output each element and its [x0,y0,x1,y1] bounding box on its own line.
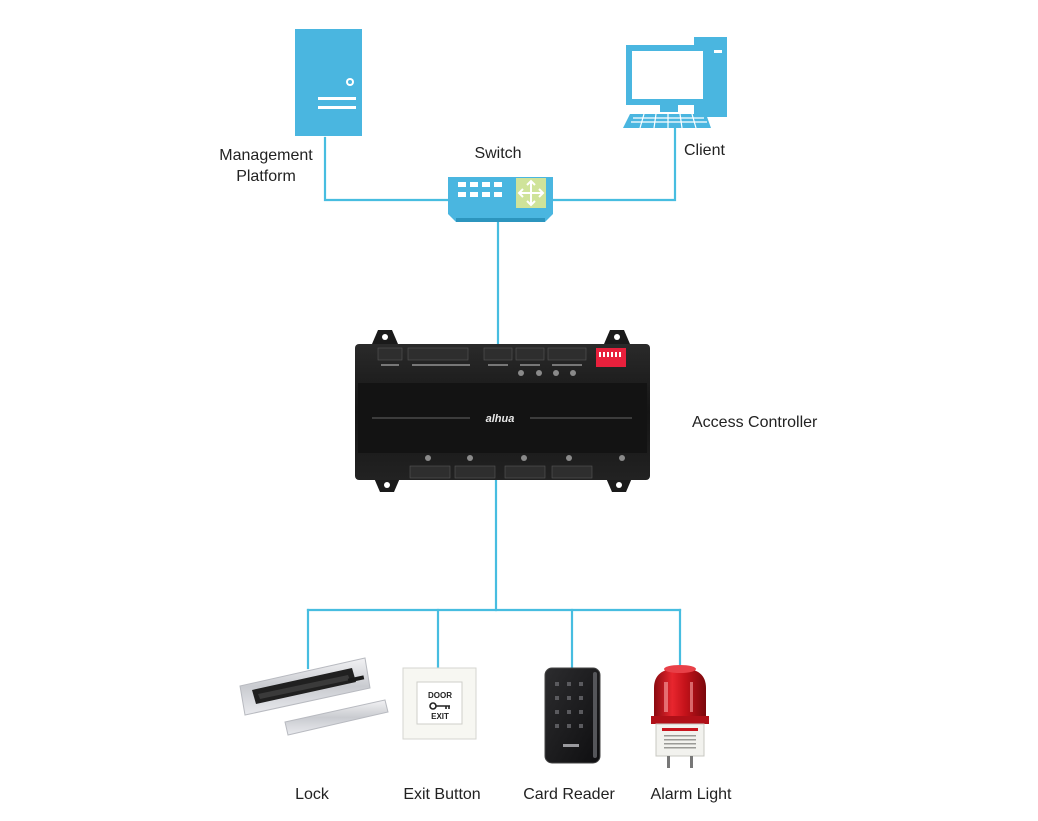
card-reader-label: Card Reader [523,786,615,803]
switch-label: Switch [474,145,522,162]
exit-button-label: Exit Button [403,786,481,803]
link-platform-switch [323,136,450,202]
network-switch-icon [448,177,553,222]
client-label: Client [684,142,725,159]
exit-plate-bottom: EXIT [431,712,449,721]
management-platform-label: Management Platform [205,145,327,187]
connection-lines [306,124,682,670]
link-switch-client [551,124,677,202]
exit-button-icon: DOOR EXIT [402,667,477,740]
lock-label: Lock [295,786,329,803]
management-platform-label-line2: Platform [236,168,296,185]
desktop-computer-icon [623,37,727,129]
server-icon [295,29,362,136]
management-platform-label-line1: Management [219,147,313,164]
exit-plate-top: DOOR [428,691,452,700]
access-controller-icon: alhua [355,330,650,492]
alarm-light-label: Alarm Light [650,786,732,803]
magnetic-lock-icon [239,657,389,736]
brand-logo: alhua [486,413,515,425]
access-controller-label: Access Controller [692,414,818,431]
card-reader-icon [544,667,601,764]
alarm-light-icon [651,665,709,768]
